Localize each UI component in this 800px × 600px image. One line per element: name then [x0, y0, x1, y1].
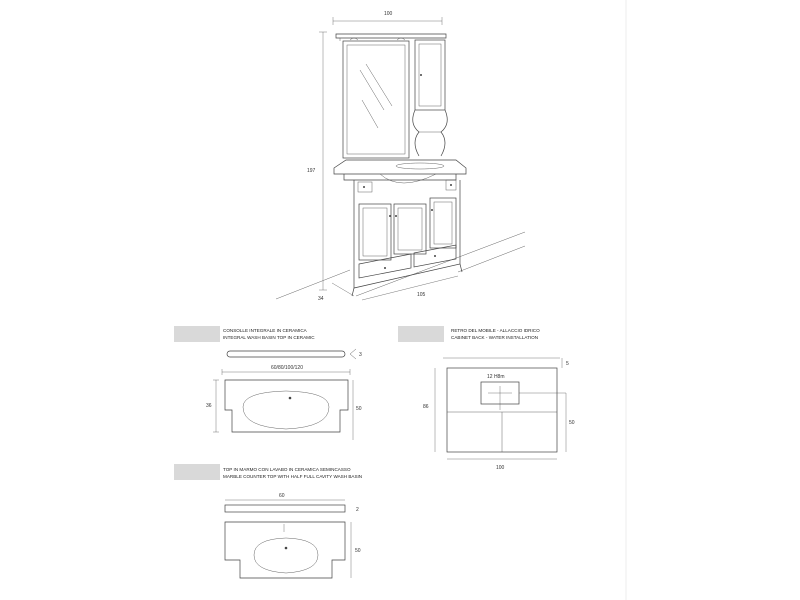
section-tab-marmo: [174, 464, 220, 480]
depth-label: 34: [318, 296, 324, 302]
consolle-title-en: INTEGRAL WASH BASIN TOP IN CERAMIC: [223, 335, 315, 340]
consolle-thickness-label: 3: [359, 352, 362, 358]
room-corner-lines: [275, 231, 526, 300]
mirror: [342, 40, 410, 159]
side-wall-cabinet: [412, 39, 448, 157]
retro-mobile-section: RETRO DEL MOBILE - ALLACCIO IDRICO CABIN…: [398, 326, 575, 471]
section-tab-consolle: [174, 326, 220, 342]
retro-right-label: 50: [569, 420, 575, 426]
marmo-thickness-label: 2: [356, 507, 359, 513]
consolle-integrale-section: CONSOLLE INTEGRALE IN CERAMICA INTEGRAL …: [174, 326, 362, 440]
consolle-width-label: 60/80/100/120: [271, 365, 303, 371]
retro-bottom-label: 100: [496, 465, 505, 471]
depth-dimension: 34: [318, 282, 355, 302]
marble-top-profile: [224, 504, 346, 513]
retro-box-label: 12 H8m: [487, 374, 505, 380]
top-marmo-section: TOP IN MARMO CON LAVABO IN CERAMICA SEMI…: [174, 464, 362, 579]
furniture-perspective-view: 100 197 34 105: [275, 11, 526, 302]
washbasin-counter: [333, 159, 467, 184]
section-tab-retro: [398, 326, 444, 342]
top-shelf: [335, 33, 447, 41]
consolle-profile: [226, 350, 346, 358]
width-top-label: 100: [384, 11, 393, 17]
consolle-left-label: 36: [206, 403, 212, 409]
base-cabinet: [351, 179, 463, 297]
retro-title-en: CABINET BACK - WATER INSTALLATION: [451, 335, 538, 340]
retro-title-it: RETRO DEL MOBILE - ALLACCIO IDRICO: [451, 328, 540, 333]
retro-top-label: 5: [566, 361, 569, 367]
retro-height-label: 86: [423, 404, 429, 410]
consolle-plan: [224, 379, 349, 433]
height-dimension: 197: [307, 31, 327, 291]
marmo-right-label: 50: [355, 548, 361, 554]
width-bottom-label: 105: [417, 292, 426, 298]
marmo-title-it: TOP IN MARMO CON LAVABO IN CERAMICA SEMI…: [223, 467, 351, 472]
marmo-width-label: 60: [279, 493, 285, 499]
width-bottom-dimension: 105: [361, 275, 459, 301]
marmo-title-en: MARBLE COUNTER TOP WITH HALF FULL CAVITY…: [223, 474, 362, 479]
marble-top-plan: [224, 521, 346, 579]
width-top-dimension: 100: [332, 11, 443, 25]
height-label: 197: [307, 168, 316, 174]
consolle-right-label: 50: [356, 406, 362, 412]
consolle-title-it: CONSOLLE INTEGRALE IN CERAMICA: [223, 328, 308, 333]
